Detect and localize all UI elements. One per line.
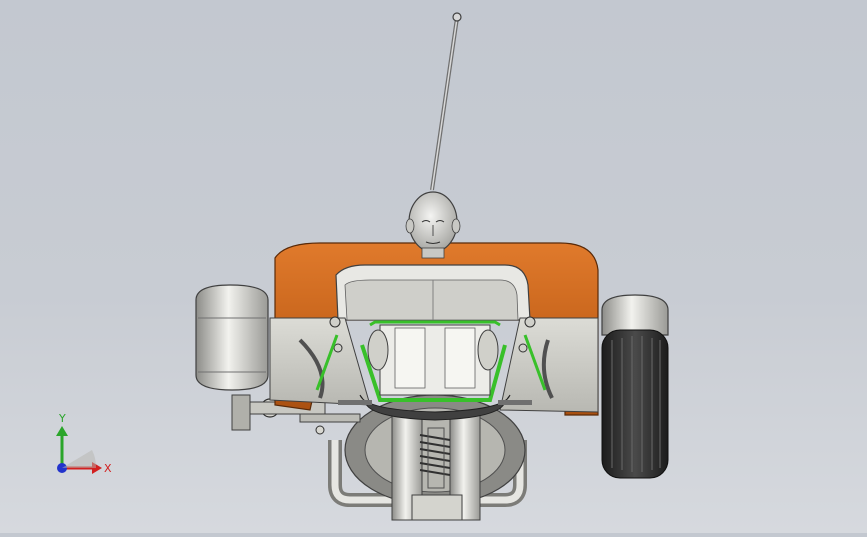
y-axis-arrow — [56, 426, 68, 468]
driver-seat — [367, 324, 499, 396]
coordinate-triad: Y X — [48, 412, 118, 478]
green-bracket — [315, 320, 547, 402]
front-bumper — [338, 394, 532, 421]
z-axis-origin — [57, 450, 97, 473]
x-axis-label: X — [104, 462, 112, 475]
frame-panels — [269, 316, 599, 413]
left-front-wheel — [195, 284, 269, 391]
exhaust-pipes — [328, 440, 527, 507]
antenna — [430, 12, 462, 191]
right-front-wheel — [601, 294, 669, 479]
y-axis-label: Y — [58, 412, 66, 425]
engine-block — [391, 414, 481, 521]
body-shell — [274, 242, 599, 416]
driver-head — [405, 191, 461, 259]
